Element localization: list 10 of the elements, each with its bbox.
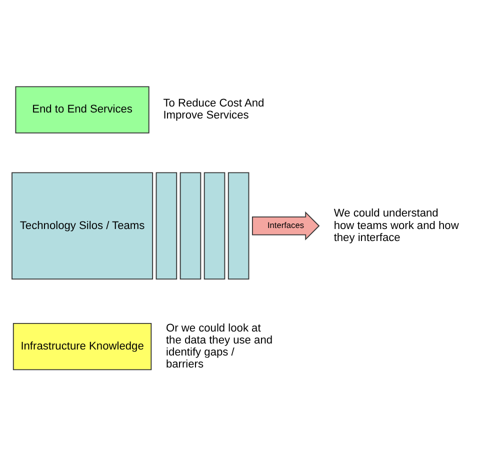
node-box: End to End Services <box>15 86 150 133</box>
node-box: Technology Silos / Teams <box>12 172 154 280</box>
label: Or we could look at the data they use and identify gaps / barriers <box>166 322 273 370</box>
node-box <box>228 172 250 280</box>
label: We could understand how teams work and how they interface <box>334 207 459 244</box>
label: To Reduce Cost And Improve Services <box>163 97 264 122</box>
node-box <box>180 172 202 280</box>
node-box <box>156 172 178 280</box>
node-box <box>204 172 226 280</box>
node-box: Infrastructure Knowledge <box>12 322 152 370</box>
